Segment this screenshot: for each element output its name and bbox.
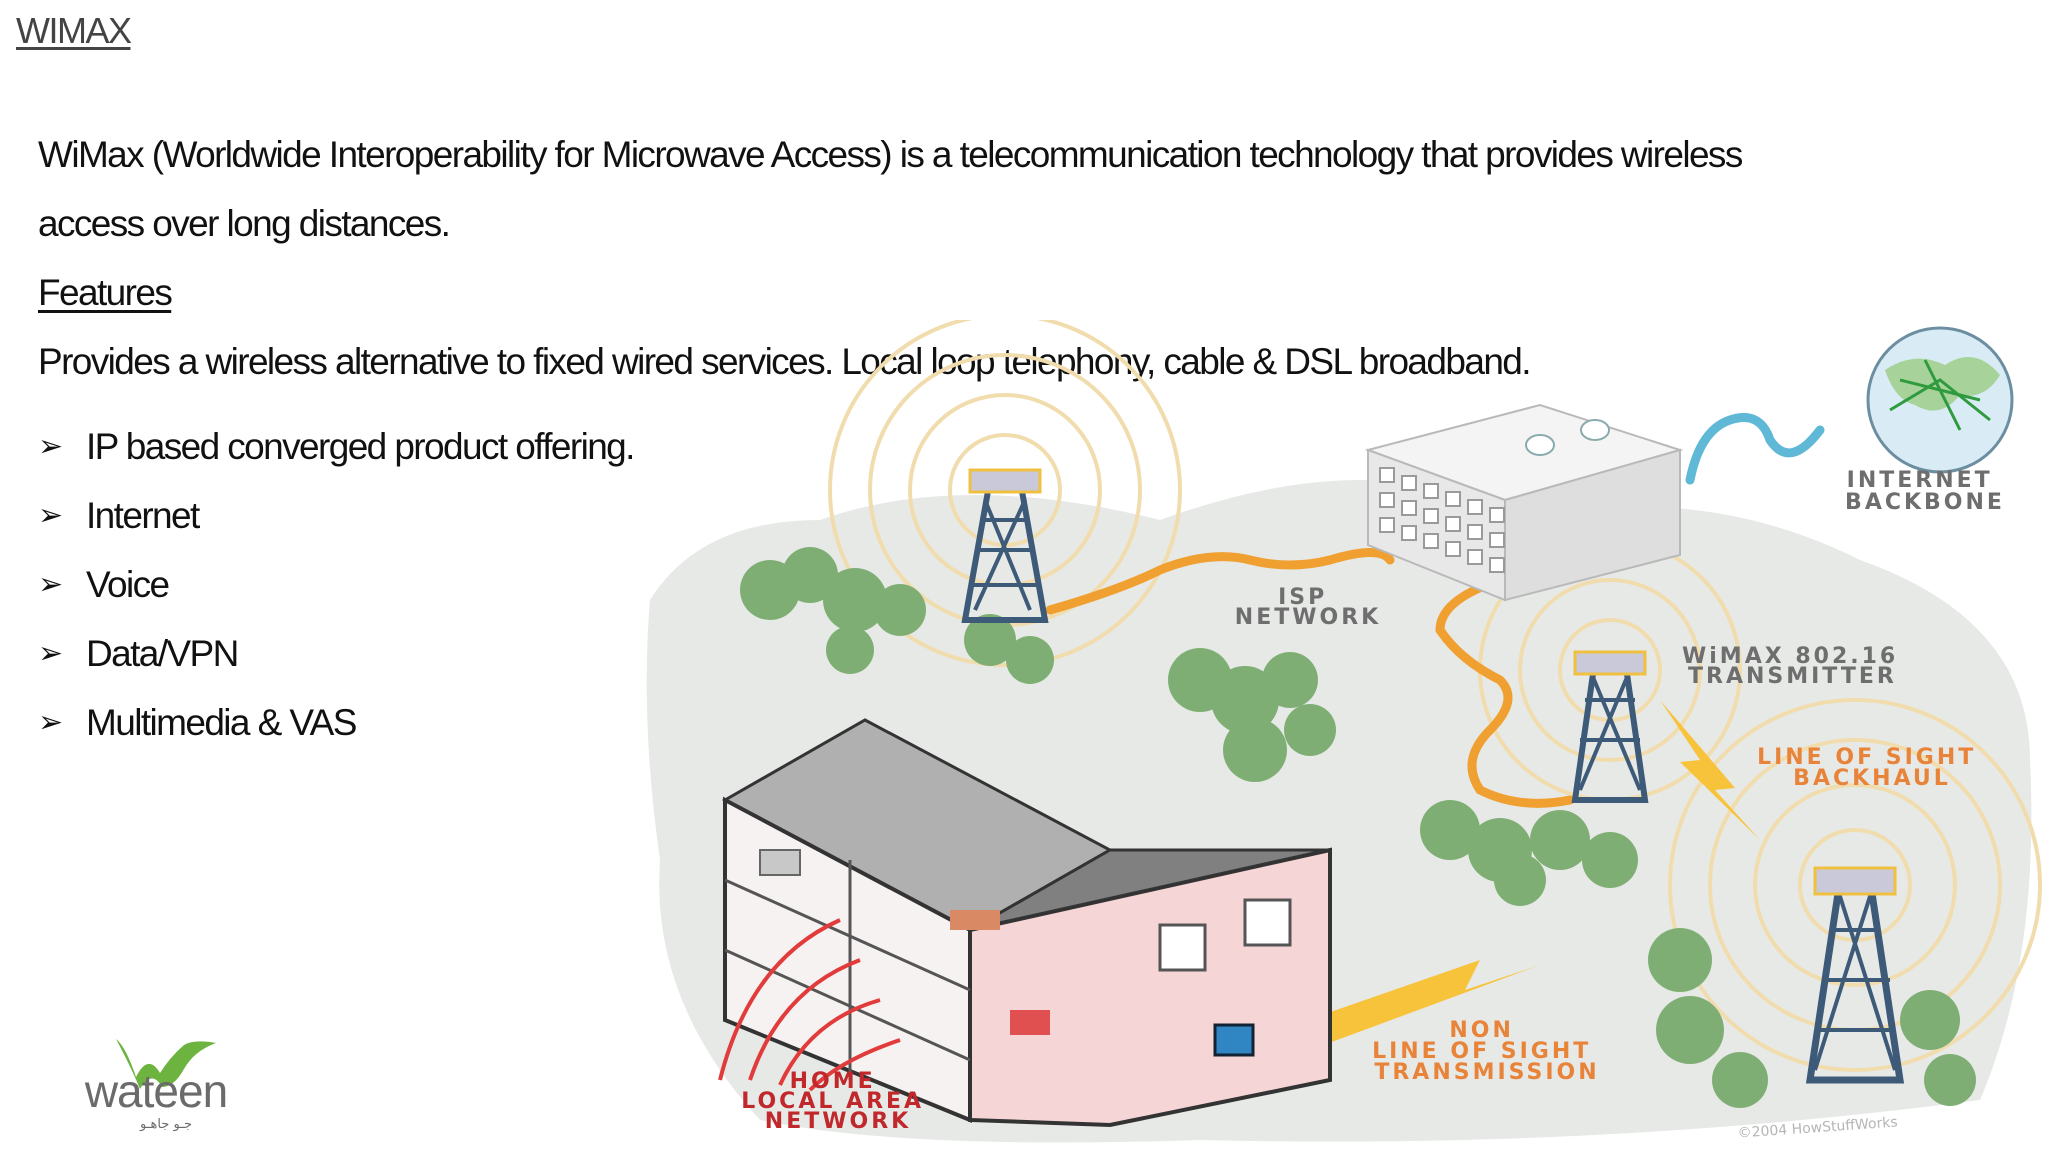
features-text: Provides a wireless alternative to fixed…: [38, 341, 1532, 382]
bullet-text: Internet: [86, 494, 200, 536]
transmitter-tower: [1571, 650, 1649, 803]
los-backhaul-label: LINE OF SIGHT BACKHAUL: [1757, 745, 1987, 791]
wimax-transmitter-label: WiMAX 802.16 TRANSMITTER: [1682, 644, 1909, 689]
nlos-transmission-label: NON LINE OF SIGHT TRANSMISSION: [1372, 1018, 1602, 1085]
bullet-text: Voice: [86, 563, 170, 605]
bullet-text: Multimedia & VAS: [86, 701, 357, 743]
arrowhead-bullet-icon: ➢: [38, 430, 63, 463]
backbone-cable: [1685, 413, 1825, 485]
bullet-text: IP based converged product offering.: [86, 425, 635, 467]
isp-building: [1364, 403, 1684, 602]
arrowhead-bullet-icon: ➢: [38, 499, 63, 532]
intro-line-2: access over long distances.: [38, 203, 451, 244]
bullet-text: Data/VPN: [86, 632, 239, 674]
home-lan-label: HOME LOCAL AREA NETWORK: [741, 1069, 934, 1134]
backhaul-tower: [1805, 866, 1905, 1084]
cell-tower-left: [961, 468, 1049, 623]
features-bullet-list: ➢ IP based converged product offering. ➢ I…: [38, 412, 635, 757]
home-building: [718, 718, 1332, 1128]
slide-title: WIMAX: [16, 10, 132, 51]
arrowhead-bullet-icon: ➢: [38, 637, 63, 670]
wateen-logo: wateen جـو جاهـو: [84, 1039, 228, 1132]
bullet-item: ➢ Internet: [38, 481, 634, 550]
isp-network-label: ISP NETWORK: [1235, 585, 1381, 630]
wimax-network-diagram: INTERNET BACKBONE ISP NETWORK WiMAX 802.…: [646, 320, 2042, 1143]
intro-line-1: WiMax (Worldwide Interoperability for Mi…: [38, 134, 1743, 175]
wateen-mark-icon: [116, 1039, 216, 1089]
bullet-item: ➢ Multimedia & VAS: [38, 688, 634, 757]
bullet-item: ➢ IP based converged product offering.: [38, 412, 635, 481]
nlos-lightning-icon: [1250, 960, 1540, 1050]
transmitter-cable: [1435, 575, 1575, 808]
internet-globe: [1866, 326, 2014, 474]
arrowhead-bullet-icon: ➢: [38, 568, 63, 601]
arrowhead-bullet-icon: ➢: [38, 706, 63, 739]
internet-backbone-label: INTERNET BACKBONE: [1845, 468, 2005, 515]
bullet-item: ➢ Data/VPN: [38, 619, 634, 688]
logo-tagline: جـو جاهـو: [139, 1117, 192, 1132]
logo-wordmark: wateen: [84, 1065, 227, 1117]
los-lightning-icon: [1660, 700, 1760, 840]
isp-cable: [1045, 548, 1395, 615]
features-heading: Features: [38, 272, 173, 313]
tree-clusters: [740, 547, 1976, 1108]
bullet-item: ➢ Voice: [38, 550, 634, 619]
